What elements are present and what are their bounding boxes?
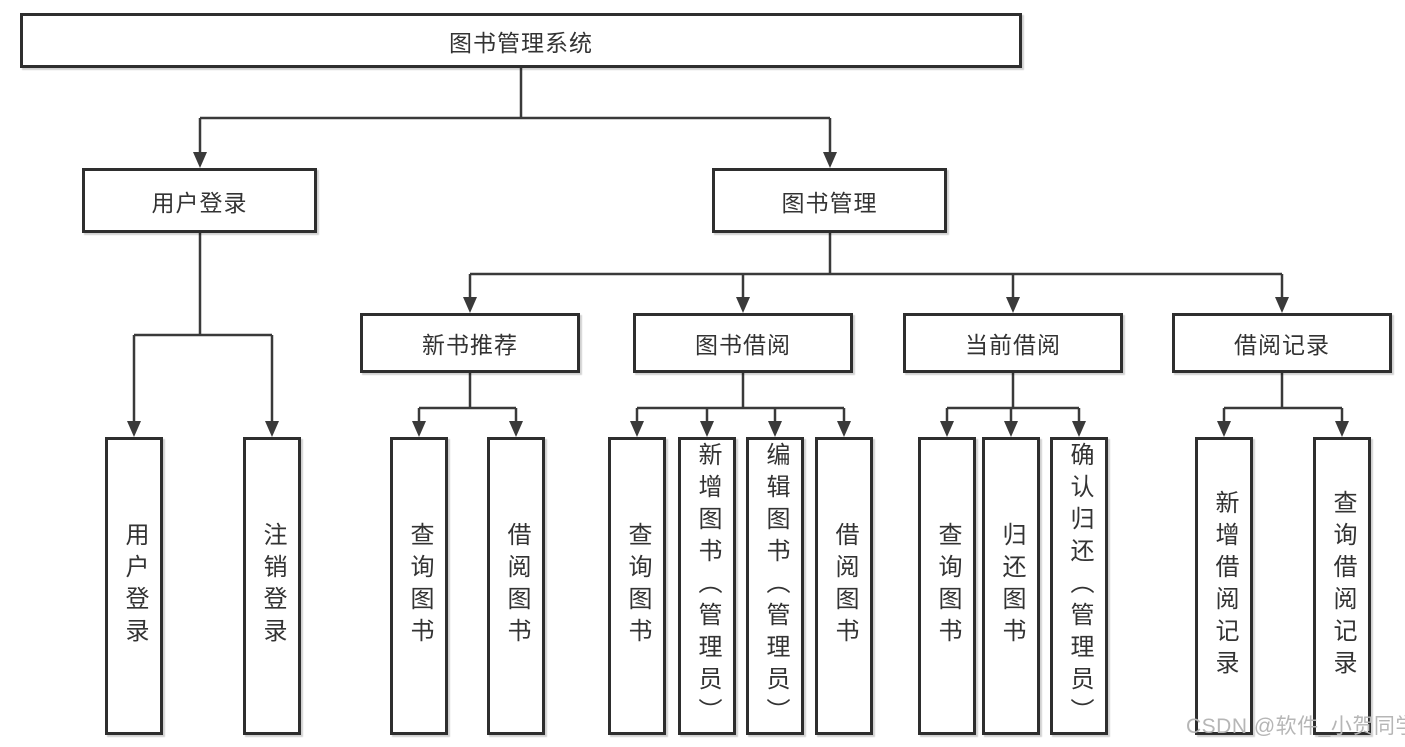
node-query-borrow-record: 查询借阅记录	[1313, 437, 1371, 735]
node-return-books: 归还图书	[982, 437, 1040, 735]
node-confirm-return-admin: 确认归还（管理员）	[1050, 437, 1108, 735]
node-current-borrow: 当前借阅	[903, 313, 1123, 373]
node-borrow-books-recommend: 借阅图书	[487, 437, 545, 735]
node-query-books-current: 查询图书	[918, 437, 976, 735]
node-borrow-books-leaf: 借阅图书	[815, 437, 873, 735]
node-add-borrow-record: 新增借阅记录	[1195, 437, 1253, 735]
node-borrow-records: 借阅记录	[1172, 313, 1392, 373]
node-edit-books-admin: 编辑图书（管理员）	[746, 437, 804, 735]
node-new-book-recommend: 新书推荐	[360, 313, 580, 373]
node-query-books-recommend: 查询图书	[390, 437, 448, 735]
node-logout-leaf: 注销登录	[243, 437, 301, 735]
node-user-login: 用户登录	[82, 168, 317, 233]
node-book-borrow: 图书借阅	[633, 313, 853, 373]
node-root: 图书管理系统	[20, 13, 1022, 68]
watermark: CSDN @软件_小贺同学	[1186, 715, 1405, 738]
node-add-books-admin: 新增图书（管理员）	[678, 437, 736, 735]
node-book-management: 图书管理	[712, 168, 947, 233]
node-query-books-borrow: 查询图书	[608, 437, 666, 735]
node-user-login-leaf: 用户登录	[105, 437, 163, 735]
